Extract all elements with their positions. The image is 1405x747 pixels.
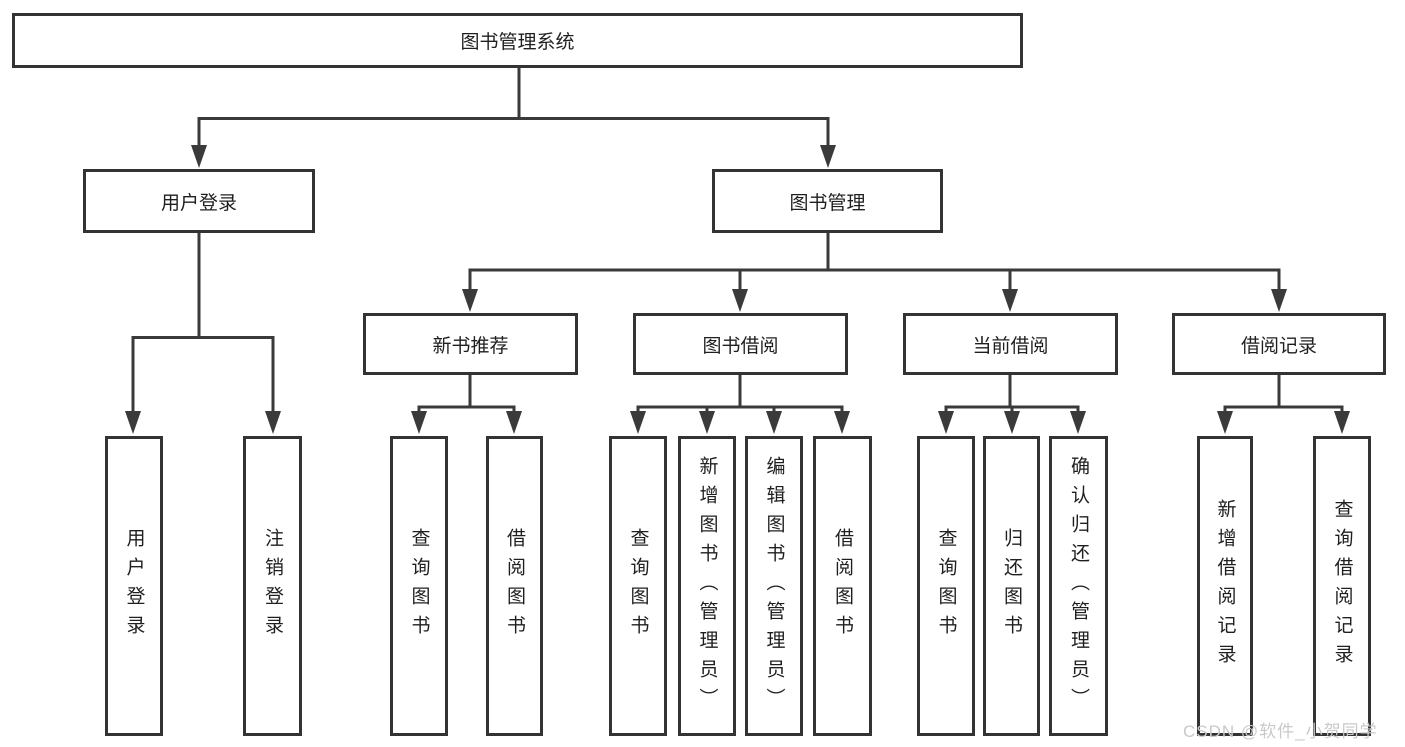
leaf-login-label: 用户登录 [123,528,145,644]
arrowhead-icon [1004,411,1020,434]
leaf-records-add-record-label: 新增借阅记录 [1214,499,1236,673]
node-book-borrow: 图书借阅 [633,313,848,375]
leaf-borrow-query-books-label: 查询图书 [627,528,649,644]
node-new-book-recommend-label: 新书推荐 [432,335,509,357]
csdn-watermark: CSDN @软件_小贺同学 [1183,722,1378,741]
leaf-current-return-books: 归还图书 [983,436,1040,736]
arrowhead-icon [265,411,281,434]
leaf-records-add-record: 新增借阅记录 [1197,436,1253,736]
arrowhead-icon [834,411,850,434]
leaf-current-confirm-return-admin: 确认归还（管理员） [1049,436,1108,736]
leaf-current-confirm-return-admin-label: 确认归还（管理员） [1068,455,1089,717]
node-borrow-records: 借阅记录 [1172,313,1386,375]
leaf-newbook-query-books-label: 查询图书 [408,528,430,644]
leaf-logout: 注销登录 [243,436,302,736]
arrowhead-icon [1217,411,1233,434]
leaf-logout-label: 注销登录 [262,528,283,644]
arrowhead-icon [699,411,715,434]
node-borrow-records-label: 借阅记录 [1240,335,1317,357]
leaf-borrow-edit-books-admin-label: 编辑图书（管理员） [763,455,785,717]
leaf-current-return-books-label: 归还图书 [1001,528,1022,644]
leaf-borrow-borrow-books-label: 借阅图书 [832,528,853,644]
leaf-borrow-query-books: 查询图书 [609,436,667,736]
leaf-login: 用户登录 [105,436,163,736]
root-node-system: 图书管理系统 [12,13,1023,68]
arrowhead-icon [732,289,748,312]
node-current-borrow-label: 当前借阅 [972,335,1049,357]
arrowhead-icon [1002,289,1018,312]
arrowhead-icon [766,411,782,434]
leaf-newbook-borrow-books: 借阅图书 [486,436,543,736]
node-book-borrow-label: 图书借阅 [702,335,779,357]
leaf-newbook-query-books: 查询图书 [390,436,448,736]
node-book-management-label: 图书管理 [789,192,866,214]
arrowhead-icon [1271,289,1287,312]
arrowhead-icon [1334,411,1350,434]
node-user-login-label: 用户登录 [160,192,237,214]
arrowhead-icon [820,145,836,168]
arrowhead-icon [411,411,427,434]
node-book-management: 图书管理 [712,169,943,233]
leaf-records-query-record-label: 查询借阅记录 [1331,499,1353,673]
arrowhead-icon [630,411,646,434]
leaf-records-query-record: 查询借阅记录 [1313,436,1371,736]
arrowhead-icon [191,145,207,168]
leaf-current-query-books-label: 查询图书 [935,528,957,644]
leaf-borrow-add-books-admin: 新增图书（管理员） [678,436,736,736]
leaf-newbook-borrow-books-label: 借阅图书 [504,528,525,644]
leaf-borrow-borrow-books: 借阅图书 [813,436,872,736]
node-new-book-recommend: 新书推荐 [363,313,578,375]
leaf-borrow-add-books-admin-label: 新增图书（管理员） [696,455,718,717]
root-node-label: 图书管理系统 [460,32,575,53]
arrowhead-icon [125,411,141,434]
node-current-borrow: 当前借阅 [903,313,1118,375]
arrowhead-icon [938,411,954,434]
arrowhead-icon [506,411,522,434]
arrowhead-icon [462,289,478,312]
node-user-login: 用户登录 [83,169,315,233]
leaf-borrow-edit-books-admin: 编辑图书（管理员） [745,436,803,736]
arrowhead-icon [1070,411,1086,434]
leaf-current-query-books: 查询图书 [917,436,975,736]
